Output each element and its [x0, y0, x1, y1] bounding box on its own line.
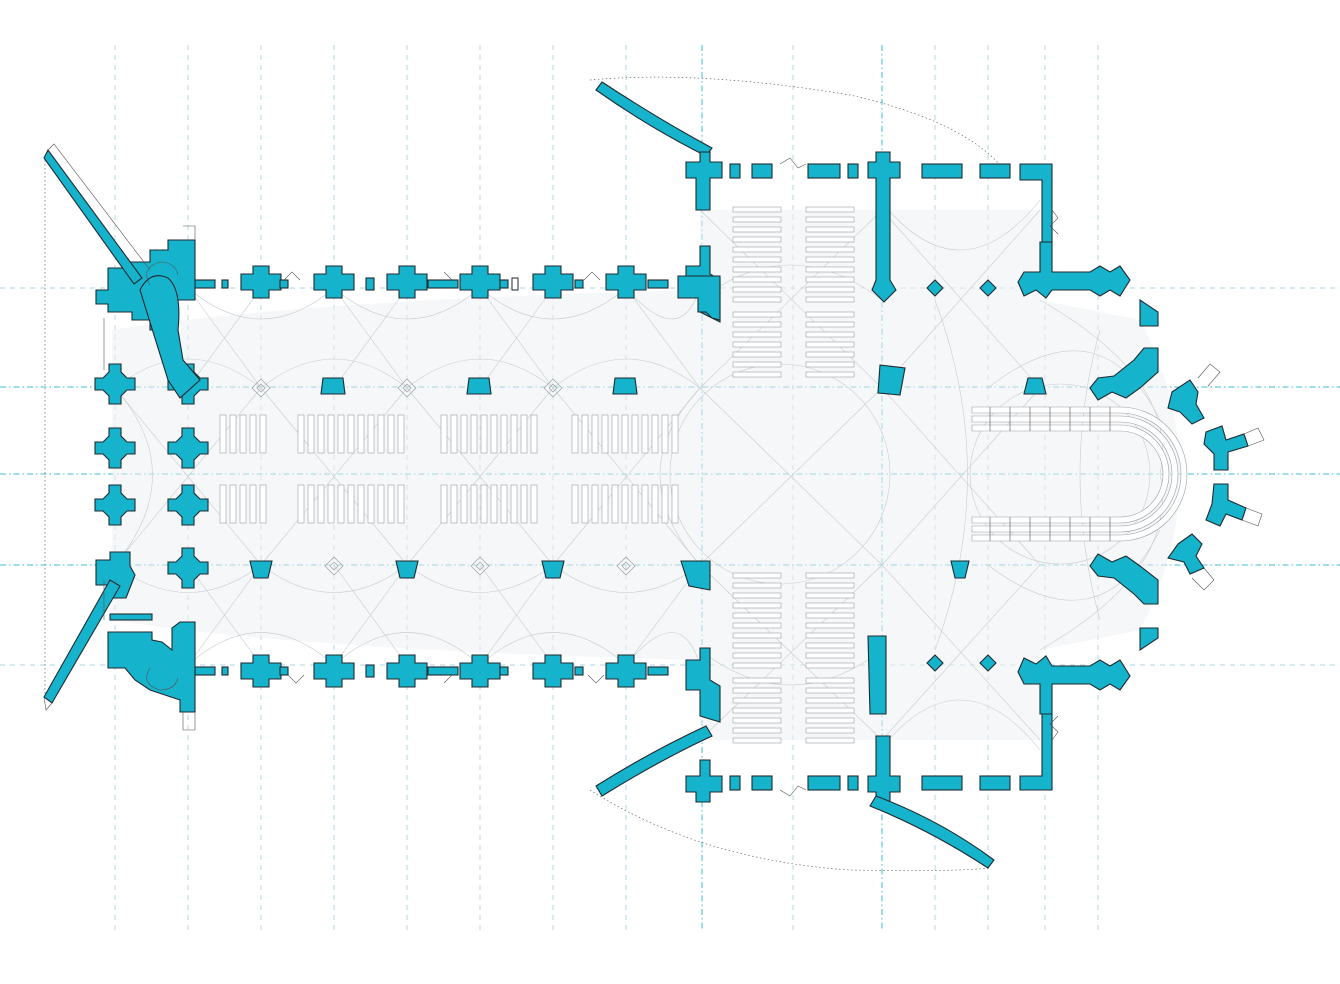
- transept-outline: [44, 76, 1001, 872]
- floor-area: [112, 210, 1180, 740]
- nave-piers: [249, 364, 1047, 591]
- south-transept: [595, 635, 1131, 869]
- nave-south-wall: [194, 654, 669, 688]
- crossing-piers: [677, 275, 997, 672]
- apse: [1089, 298, 1265, 652]
- north-transept: [595, 81, 1131, 323]
- choir-stalls: [971, 406, 1188, 542]
- west-facade: [43, 143, 209, 731]
